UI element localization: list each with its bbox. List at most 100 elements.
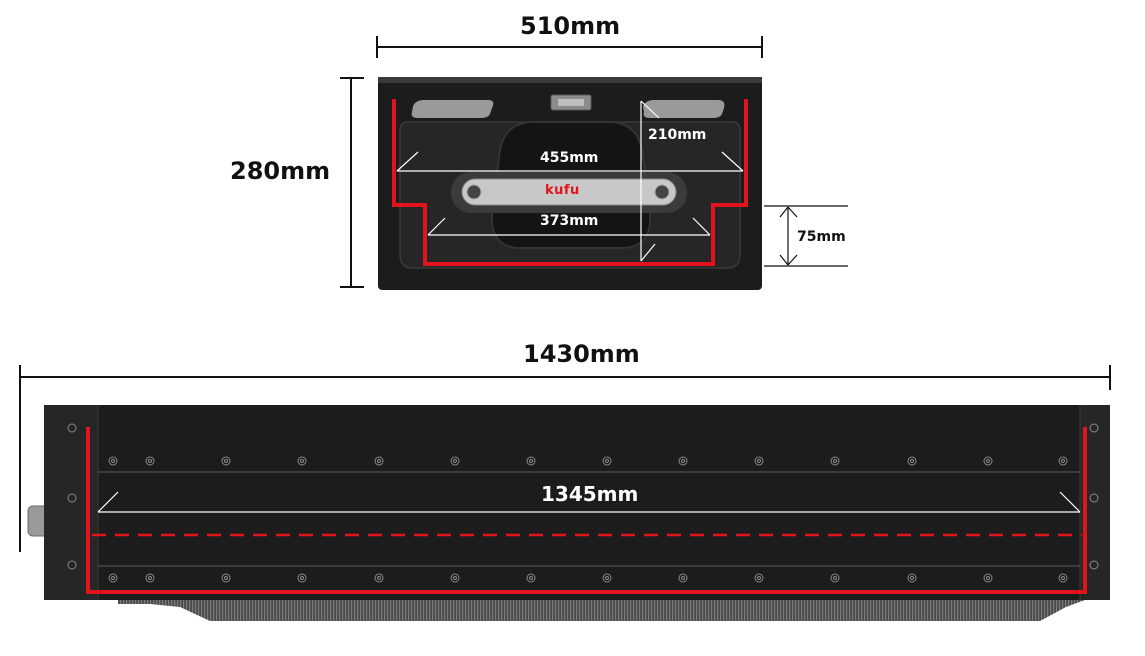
bolt-icon	[678, 456, 688, 466]
bolt-icon	[145, 573, 155, 583]
bolt-icon	[450, 456, 460, 466]
side-view-outer-dims	[19, 365, 1111, 552]
bolt-center	[986, 459, 990, 463]
bolt-center	[910, 576, 914, 580]
step-height-label: 75mm	[797, 229, 846, 245]
bolt-center	[453, 459, 457, 463]
end-cap-bolt-icon	[67, 560, 77, 570]
lower-width-tick-right	[692, 217, 711, 236]
bolt-center	[681, 459, 685, 463]
bolt-icon	[678, 573, 688, 583]
end-view-outer-dims	[340, 36, 763, 288]
bolt-rows	[67, 423, 1099, 583]
inner-length-tick-right	[1059, 491, 1081, 513]
handle	[451, 172, 687, 213]
bolt-icon	[108, 456, 118, 466]
total-length-label: 1430mm	[523, 340, 640, 368]
bolt-icon	[374, 456, 384, 466]
end-cap-bolt-icon	[1089, 560, 1099, 570]
right-light-bar	[643, 100, 725, 118]
bolt-center	[757, 576, 761, 580]
bolt-icon	[526, 456, 536, 466]
lower-inner-width-label: 373mm	[540, 213, 599, 229]
bolt-center	[529, 459, 533, 463]
bolt-icon	[983, 573, 993, 583]
bolt-center	[681, 576, 685, 580]
left-light-bar	[411, 100, 494, 118]
step-tick-bottom-b	[779, 254, 789, 266]
handle-bolt-right	[654, 184, 670, 200]
end-view-interior-outline	[392, 99, 748, 266]
inner-length-tick-left	[97, 491, 119, 513]
bolt-icon	[754, 456, 764, 466]
bolt-center	[1061, 459, 1065, 463]
bolt-icon	[1058, 456, 1068, 466]
bolt-center	[111, 459, 115, 463]
end-view-inner-dims	[396, 100, 744, 262]
bolt-center	[910, 459, 914, 463]
bolt-icon	[1058, 573, 1068, 583]
end-view-rim	[378, 77, 762, 83]
bolt-center	[605, 459, 609, 463]
step-tick-bottom-a	[787, 254, 798, 266]
bolt-icon	[221, 573, 231, 583]
bolt-center	[111, 576, 115, 580]
ribbed-base	[118, 600, 1085, 621]
inner-depth-label: 210mm	[648, 127, 707, 143]
bolt-icon	[754, 573, 764, 583]
depth-tick-top	[640, 100, 660, 119]
inner-length-label: 1345mm	[541, 482, 639, 506]
bolt-center	[453, 576, 457, 580]
bolt-icon	[830, 573, 840, 583]
bolt-icon	[108, 573, 118, 583]
bolt-icon	[145, 456, 155, 466]
step-tick-top-a	[787, 206, 798, 218]
bolt-center	[529, 576, 533, 580]
bolt-center	[833, 576, 837, 580]
bolt-icon	[907, 573, 917, 583]
bolt-center	[986, 576, 990, 580]
bolt-icon	[221, 456, 231, 466]
step-dim	[764, 205, 848, 267]
brand-logo: kufu	[545, 183, 580, 198]
top-width-label: 510mm	[520, 12, 621, 40]
bolt-center	[148, 576, 152, 580]
end-cap-bolt-icon	[67, 493, 77, 503]
upper-inner-width-label: 455mm	[540, 150, 599, 166]
bolt-icon	[983, 456, 993, 466]
bolt-icon	[602, 573, 612, 583]
bolt-center	[833, 459, 837, 463]
bolt-center	[224, 459, 228, 463]
bolt-center	[377, 576, 381, 580]
top-height-label: 280mm	[230, 157, 331, 185]
depth-tick-bottom	[640, 243, 656, 262]
bolt-icon	[450, 573, 460, 583]
end-view	[340, 36, 848, 290]
bolt-icon	[374, 573, 384, 583]
bolt-center	[148, 459, 152, 463]
side-view-interior-outline	[86, 427, 1087, 594]
bolt-icon	[907, 456, 917, 466]
end-cap-bolt-icon	[1089, 493, 1099, 503]
bolt-icon	[830, 456, 840, 466]
handle-plate	[461, 178, 677, 206]
bolt-icon	[297, 456, 307, 466]
end-cap-bolt-icon	[1089, 423, 1099, 433]
bolt-center	[757, 459, 761, 463]
bolt-center	[300, 576, 304, 580]
upper-width-tick-right	[721, 151, 744, 172]
bolt-icon	[297, 573, 307, 583]
upper-width-tick-left	[396, 151, 419, 172]
side-view	[19, 365, 1111, 621]
bolt-center	[605, 576, 609, 580]
lower-width-tick-left	[427, 217, 446, 236]
handle-bolt-left	[466, 184, 482, 200]
bolt-center	[300, 459, 304, 463]
end-cap-bolt-icon	[67, 423, 77, 433]
side-view-body	[44, 405, 1110, 600]
latch-slot	[558, 99, 584, 106]
inner-length-dim	[97, 491, 1081, 513]
bolt-icon	[602, 456, 612, 466]
